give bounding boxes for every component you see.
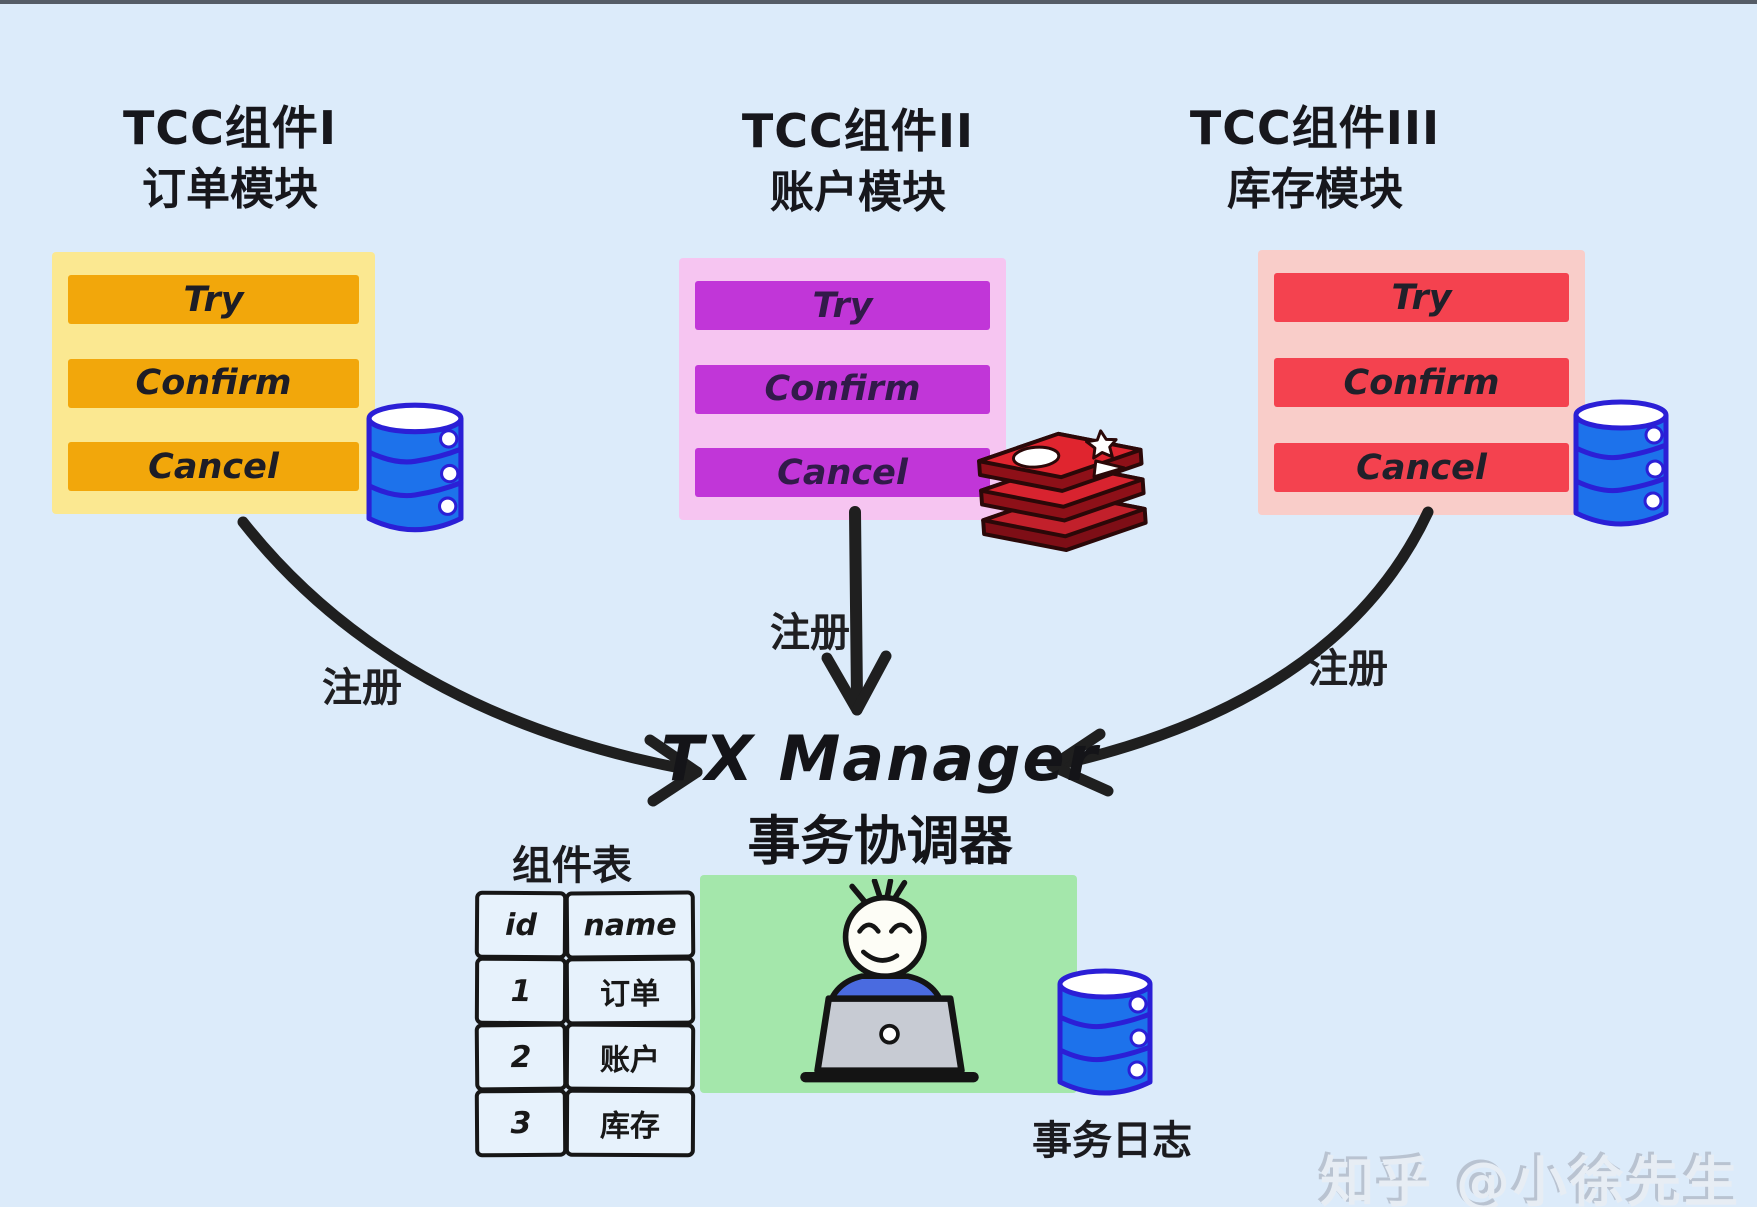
component1-panel: Try Confirm Cancel bbox=[52, 252, 375, 514]
redis-icon bbox=[962, 408, 1162, 566]
coordinator-panel bbox=[700, 875, 1077, 1093]
watermark: 知乎 @小徐先生 bbox=[1320, 1151, 1741, 1207]
database-icon bbox=[1046, 962, 1164, 1107]
tx-manager-title: TX Manager bbox=[660, 722, 1100, 795]
register-label-left: 注册 bbox=[322, 665, 402, 711]
component3-title: TCC组件III bbox=[1189, 101, 1441, 155]
component-table: id name 1 订单 2 账户 3 库存 bbox=[474, 890, 696, 1158]
database-icon bbox=[1564, 393, 1678, 538]
table-cell-id: 1 bbox=[474, 956, 568, 1026]
table-cell-id: 3 bbox=[474, 1088, 568, 1158]
register-label-right: 注册 bbox=[1308, 646, 1388, 692]
cancel-button: Cancel bbox=[68, 442, 359, 491]
component1-header: TCC组件I 订单模块 bbox=[20, 102, 440, 215]
component2-title: TCC组件II bbox=[741, 104, 975, 158]
component2-panel: Try Confirm Cancel bbox=[679, 258, 1006, 520]
component1-title: TCC组件I bbox=[122, 101, 337, 155]
confirm-button: Confirm bbox=[695, 364, 990, 414]
person-at-laptop-icon bbox=[772, 879, 1007, 1094]
table-cell-name: 账户 bbox=[564, 1022, 696, 1092]
tx-log-label: 事务日志 bbox=[1032, 1118, 1192, 1164]
table-row: 1 订单 bbox=[474, 956, 696, 1026]
register-arrow-left bbox=[237, 516, 696, 776]
component3-header: TCC组件III 库存模块 bbox=[1105, 102, 1525, 215]
component1-subtitle: 订单模块 bbox=[142, 163, 318, 215]
try-button: Try bbox=[695, 281, 990, 330]
confirm-button: Confirm bbox=[1274, 358, 1569, 407]
component3-panel: Try Confirm Cancel bbox=[1258, 250, 1585, 515]
component-table-title: 组件表 bbox=[512, 843, 632, 889]
tx-manager-heading: TX Manager 事务协调器 bbox=[630, 722, 1130, 875]
cancel-button: Cancel bbox=[695, 448, 990, 497]
table-header-name: name bbox=[564, 890, 696, 960]
try-button: Try bbox=[68, 275, 359, 324]
table-cell-name: 库存 bbox=[564, 1088, 696, 1158]
register-label-middle: 注册 bbox=[770, 610, 850, 656]
table-row: 2 账户 bbox=[474, 1022, 696, 1092]
component3-subtitle: 库存模块 bbox=[1227, 163, 1403, 215]
component2-subtitle: 账户模块 bbox=[770, 166, 946, 218]
top-edge-strip bbox=[0, 0, 1757, 4]
component2-header: TCC组件II 账户模块 bbox=[648, 105, 1068, 218]
table-cell-name: 订单 bbox=[564, 956, 696, 1026]
database-icon bbox=[358, 396, 472, 544]
tx-manager-subtitle: 事务协调器 bbox=[747, 811, 1013, 872]
confirm-button: Confirm bbox=[68, 358, 359, 408]
table-row: 3 库存 bbox=[474, 1088, 696, 1158]
cancel-button: Cancel bbox=[1274, 443, 1569, 492]
table-cell-id: 2 bbox=[474, 1022, 568, 1092]
table-header-id: id bbox=[474, 890, 568, 960]
try-button: Try bbox=[1274, 273, 1569, 322]
